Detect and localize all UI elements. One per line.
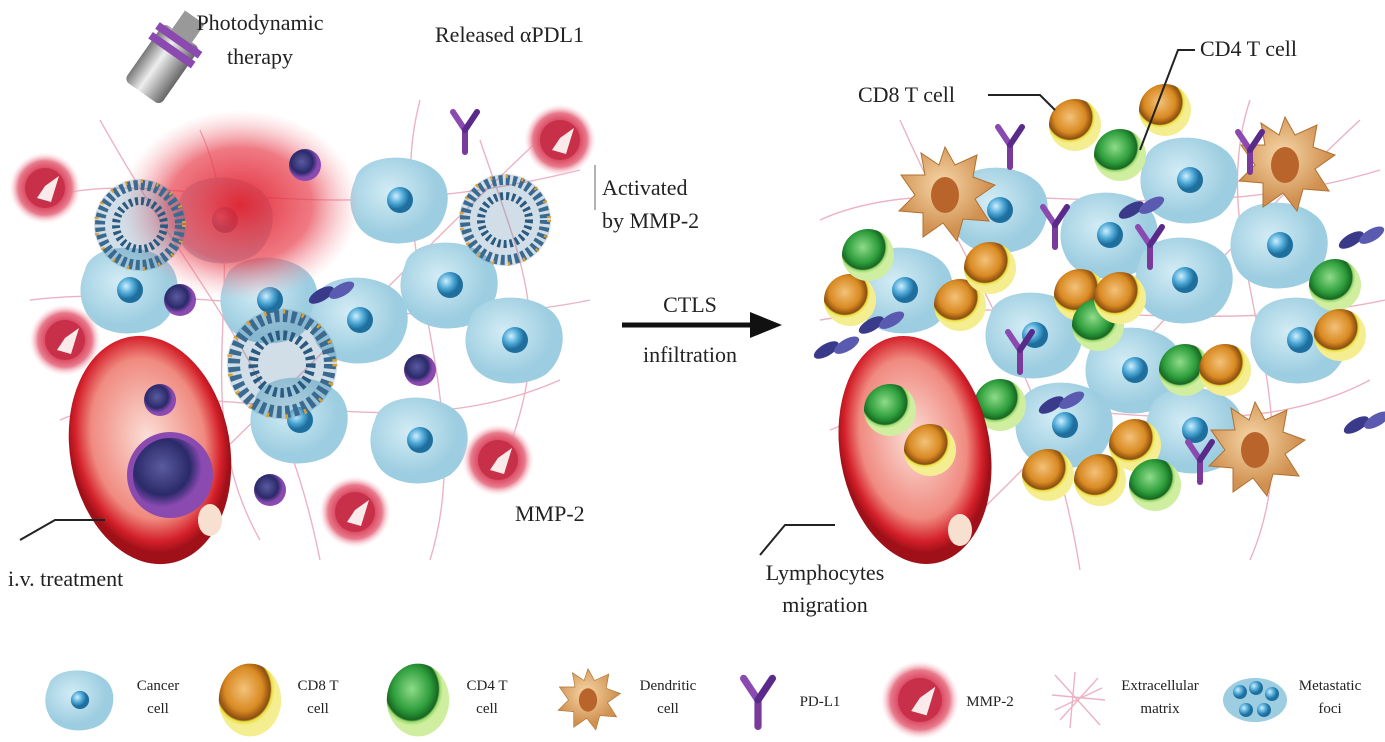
laser-device-icon xyxy=(126,10,205,104)
legend-label: cell xyxy=(147,701,169,717)
legend-label: MMP-2 xyxy=(966,694,1014,710)
cd4-t-cell xyxy=(1094,129,1146,181)
cd8-t-cell xyxy=(1199,344,1251,396)
label-mmp2: MMP-2 xyxy=(515,501,585,526)
legend-label: matrix xyxy=(1140,701,1180,717)
nanoparticle-cluster xyxy=(227,309,337,419)
cancer-cell-icon xyxy=(45,670,114,731)
label-infiltration: infiltration xyxy=(643,342,737,367)
blood-vessel xyxy=(68,335,232,565)
mmp2-enzyme xyxy=(319,476,391,548)
mmp2-enzyme xyxy=(462,424,534,496)
label-iv-treatment: i.v. treatment xyxy=(8,566,123,591)
label-ctls: CTLS xyxy=(663,292,717,317)
metastatic-foci-icon xyxy=(1223,678,1287,722)
legend-item-metastatic: Metastatic foci xyxy=(1223,678,1362,722)
cd4-t-cell-icon xyxy=(386,663,450,737)
legend-label: Metastatic xyxy=(1299,678,1362,694)
cd8-t-cell xyxy=(1139,84,1191,136)
cd8-t-cell xyxy=(1022,449,1074,501)
label-released-apdl1: Released αPDL1 xyxy=(435,22,584,47)
legend-label: foci xyxy=(1318,701,1341,717)
nanoparticle xyxy=(289,149,321,181)
label-lymphocytes: Lymphocytes xyxy=(766,560,885,585)
legend-item-mmp2: MMP-2 xyxy=(880,660,1014,740)
legend-label: Dendritic xyxy=(640,678,697,694)
legend-label: PD-L1 xyxy=(800,694,841,710)
cd8-t-cell xyxy=(1074,454,1126,506)
antibody-pair xyxy=(1341,408,1385,438)
right-tumor-panel xyxy=(759,49,1385,571)
legend-label: Extracellular xyxy=(1121,678,1198,694)
legend-label: CD4 T xyxy=(467,678,508,694)
legend-item-cancer-cell: Cancer cell xyxy=(45,670,179,731)
cancer-cell xyxy=(370,397,468,484)
cancer-cell xyxy=(1140,137,1238,224)
nanoparticle-cluster xyxy=(94,179,186,271)
dendritic-cell-icon xyxy=(557,668,621,731)
legend-label: CD8 T xyxy=(298,678,339,694)
legend-label: cell xyxy=(657,701,679,717)
mmp2-enzyme xyxy=(524,104,596,176)
legend-item-ecm: Extracellular matrix xyxy=(1051,671,1199,729)
nanoparticle-cluster xyxy=(459,174,551,266)
legend-item-pdl1: PD-L1 xyxy=(744,678,841,726)
nanoparticle xyxy=(164,284,196,316)
pd-l1-icon xyxy=(744,678,773,726)
nanoparticle xyxy=(254,474,286,506)
cd4-t-cell xyxy=(842,229,894,281)
cd8-t-cell xyxy=(1049,99,1101,151)
cd4-t-cell xyxy=(1309,259,1361,311)
left-tumor-panel xyxy=(9,10,596,565)
mmp2-enzyme xyxy=(9,152,81,224)
label-cd8-t-cell: CD8 T cell xyxy=(858,82,955,107)
legend-item-cd8: CD8 T cell xyxy=(218,663,339,737)
cd8-t-cell xyxy=(1314,309,1366,361)
cancer-cell xyxy=(465,297,563,384)
label-activated: Activated xyxy=(602,175,688,200)
mmp2-icon xyxy=(880,660,960,740)
released-antibody xyxy=(453,112,477,152)
label-by-mmp2: by MMP-2 xyxy=(602,208,699,233)
cd8-t-cell-icon xyxy=(218,663,282,737)
cd8-leader-line xyxy=(988,94,1056,111)
infiltration-arrow xyxy=(622,312,782,338)
nanoparticle xyxy=(404,354,436,386)
dendritic-cell xyxy=(1238,116,1336,212)
lymph-leader-line xyxy=(759,524,835,556)
legend-item-cd4: CD4 T cell xyxy=(386,663,508,737)
cd4-leader-line xyxy=(1139,49,1195,151)
legend: Cancer cell CD8 T cell CD4 T cell Dendri… xyxy=(45,660,1362,740)
legend-label: cell xyxy=(476,701,498,717)
legend-item-dendritic: Dendritic cell xyxy=(557,668,697,731)
label-cd4-t-cell: CD4 T cell xyxy=(1200,36,1297,61)
pd-l1 xyxy=(998,127,1022,167)
cd8-t-cell xyxy=(1094,272,1146,324)
antibody-pair xyxy=(1336,223,1385,253)
legend-label: cell xyxy=(307,701,329,717)
blood-vessel-right xyxy=(838,336,992,564)
label-migration: migration xyxy=(782,592,868,617)
iv-leader-line xyxy=(19,519,105,541)
antibody-pair xyxy=(811,333,862,363)
cd8-t-cell xyxy=(824,274,876,326)
label-photodynamic: Photodynamic xyxy=(196,10,323,35)
legend-label: Cancer xyxy=(137,678,179,694)
label-therapy: therapy xyxy=(227,44,293,69)
extracellular-matrix-icon xyxy=(1051,671,1106,729)
cd8-t-cell xyxy=(964,242,1016,294)
cd4-t-cell xyxy=(1129,459,1181,511)
cancer-cell xyxy=(350,157,448,244)
